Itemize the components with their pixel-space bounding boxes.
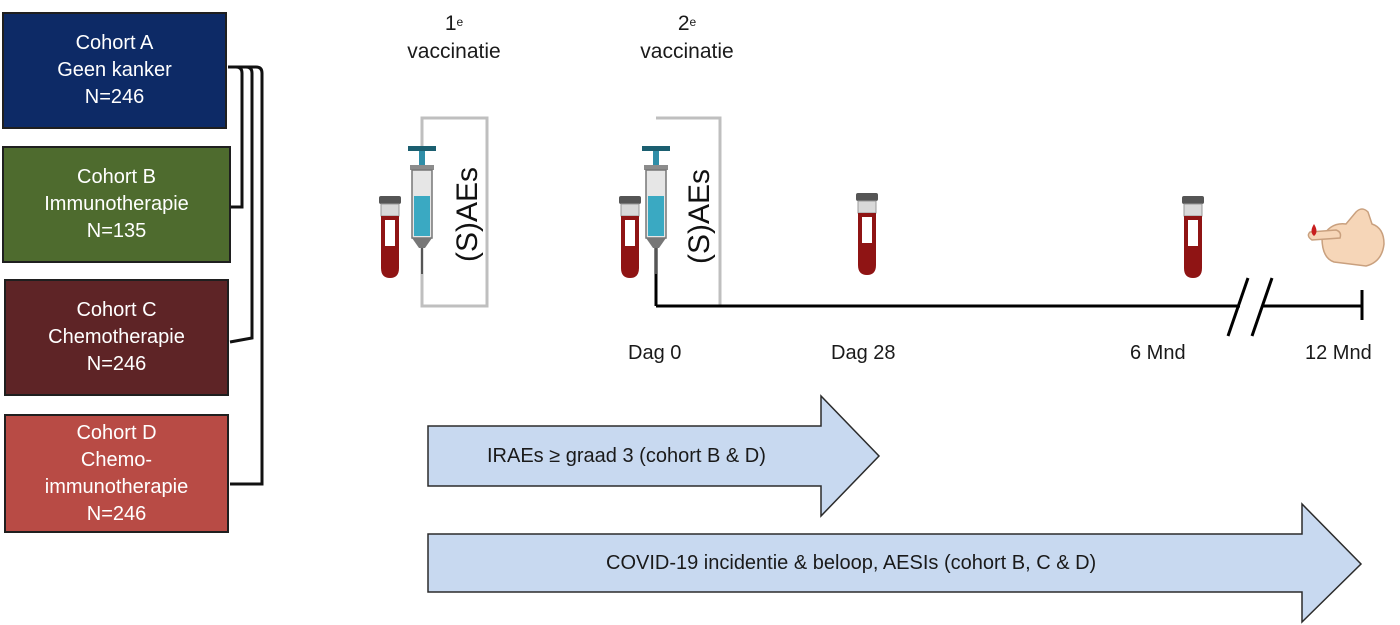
arrow-covid <box>427 502 1363 624</box>
cohort-b-box: Cohort B Immunotherapie N=135 <box>2 146 231 263</box>
saes-label-2: (S)AEs <box>683 169 716 264</box>
cohort-c-line-1: Chemotherapie <box>48 326 185 348</box>
cohort-d-line-1: Chemo- <box>80 448 153 471</box>
cohort-b-line-2: N=135 <box>86 220 147 242</box>
arrow-irae-label: IRAEs ≥ graad 3 (cohort B & D) <box>487 445 766 467</box>
cohort-bracket <box>228 65 264 486</box>
blood-tube-icon <box>378 195 402 279</box>
arrow-irae <box>427 394 881 518</box>
timeline-break-icon <box>1226 277 1274 337</box>
saes-label-1: (S)AEs <box>451 167 484 262</box>
blood-tube-icon <box>618 195 642 279</box>
syringe-icon <box>642 146 670 274</box>
arrow-covid-label: COVID-19 incidentie & beloop, AESIs (coh… <box>606 552 1097 574</box>
vaccination-2-sup: e <box>689 15 697 29</box>
vaccination-1-sup: e <box>456 15 464 29</box>
vaccination-1-label: 1e vaccinatie <box>384 10 524 66</box>
tick-dag-0: Dag 0 <box>628 342 682 364</box>
cohort-d-box: Cohort D Chemo- immunotherapie N=246 <box>4 414 229 533</box>
tick-12-mnd: 12 Mnd <box>1305 342 1372 364</box>
blood-tube-icon <box>1181 195 1205 279</box>
cohort-a-name: Cohort A <box>75 32 154 54</box>
tick-dag-28: Dag 28 <box>831 342 896 364</box>
cohort-b-name: Cohort B <box>77 166 156 188</box>
cohort-d-line-3: N=246 <box>86 502 147 525</box>
cohort-c-box: Cohort C Chemotherapie N=246 <box>4 279 229 396</box>
cohort-d-line-2: immunotherapie <box>44 475 189 498</box>
saes-bracket-2 <box>656 116 722 306</box>
cohort-a-line-1: Geen kanker <box>57 59 172 81</box>
cohort-c-name: Cohort C <box>76 299 157 321</box>
vaccination-1-text: vaccinatie <box>407 40 501 63</box>
tick-6-mnd: 6 Mnd <box>1130 342 1186 364</box>
vaccination-2-number: 2 <box>677 12 690 35</box>
vaccination-2-label: 2e vaccinatie <box>617 10 757 66</box>
syringe-icon <box>408 146 436 274</box>
vaccination-1-number: 1 <box>444 12 457 35</box>
cohort-a-line-2: N=246 <box>84 86 145 108</box>
timeline-axis <box>654 200 1364 320</box>
vaccination-2-text: vaccinatie <box>640 40 734 63</box>
cohort-a-box: Cohort A Geen kanker N=246 <box>2 12 227 129</box>
cohort-b-line-1: Immunotherapie <box>44 193 189 215</box>
finger-prick-icon <box>1307 208 1385 267</box>
cohort-d-name: Cohort D <box>76 421 157 444</box>
blood-tube-icon <box>855 192 879 276</box>
cohort-c-line-2: N=246 <box>86 353 147 375</box>
